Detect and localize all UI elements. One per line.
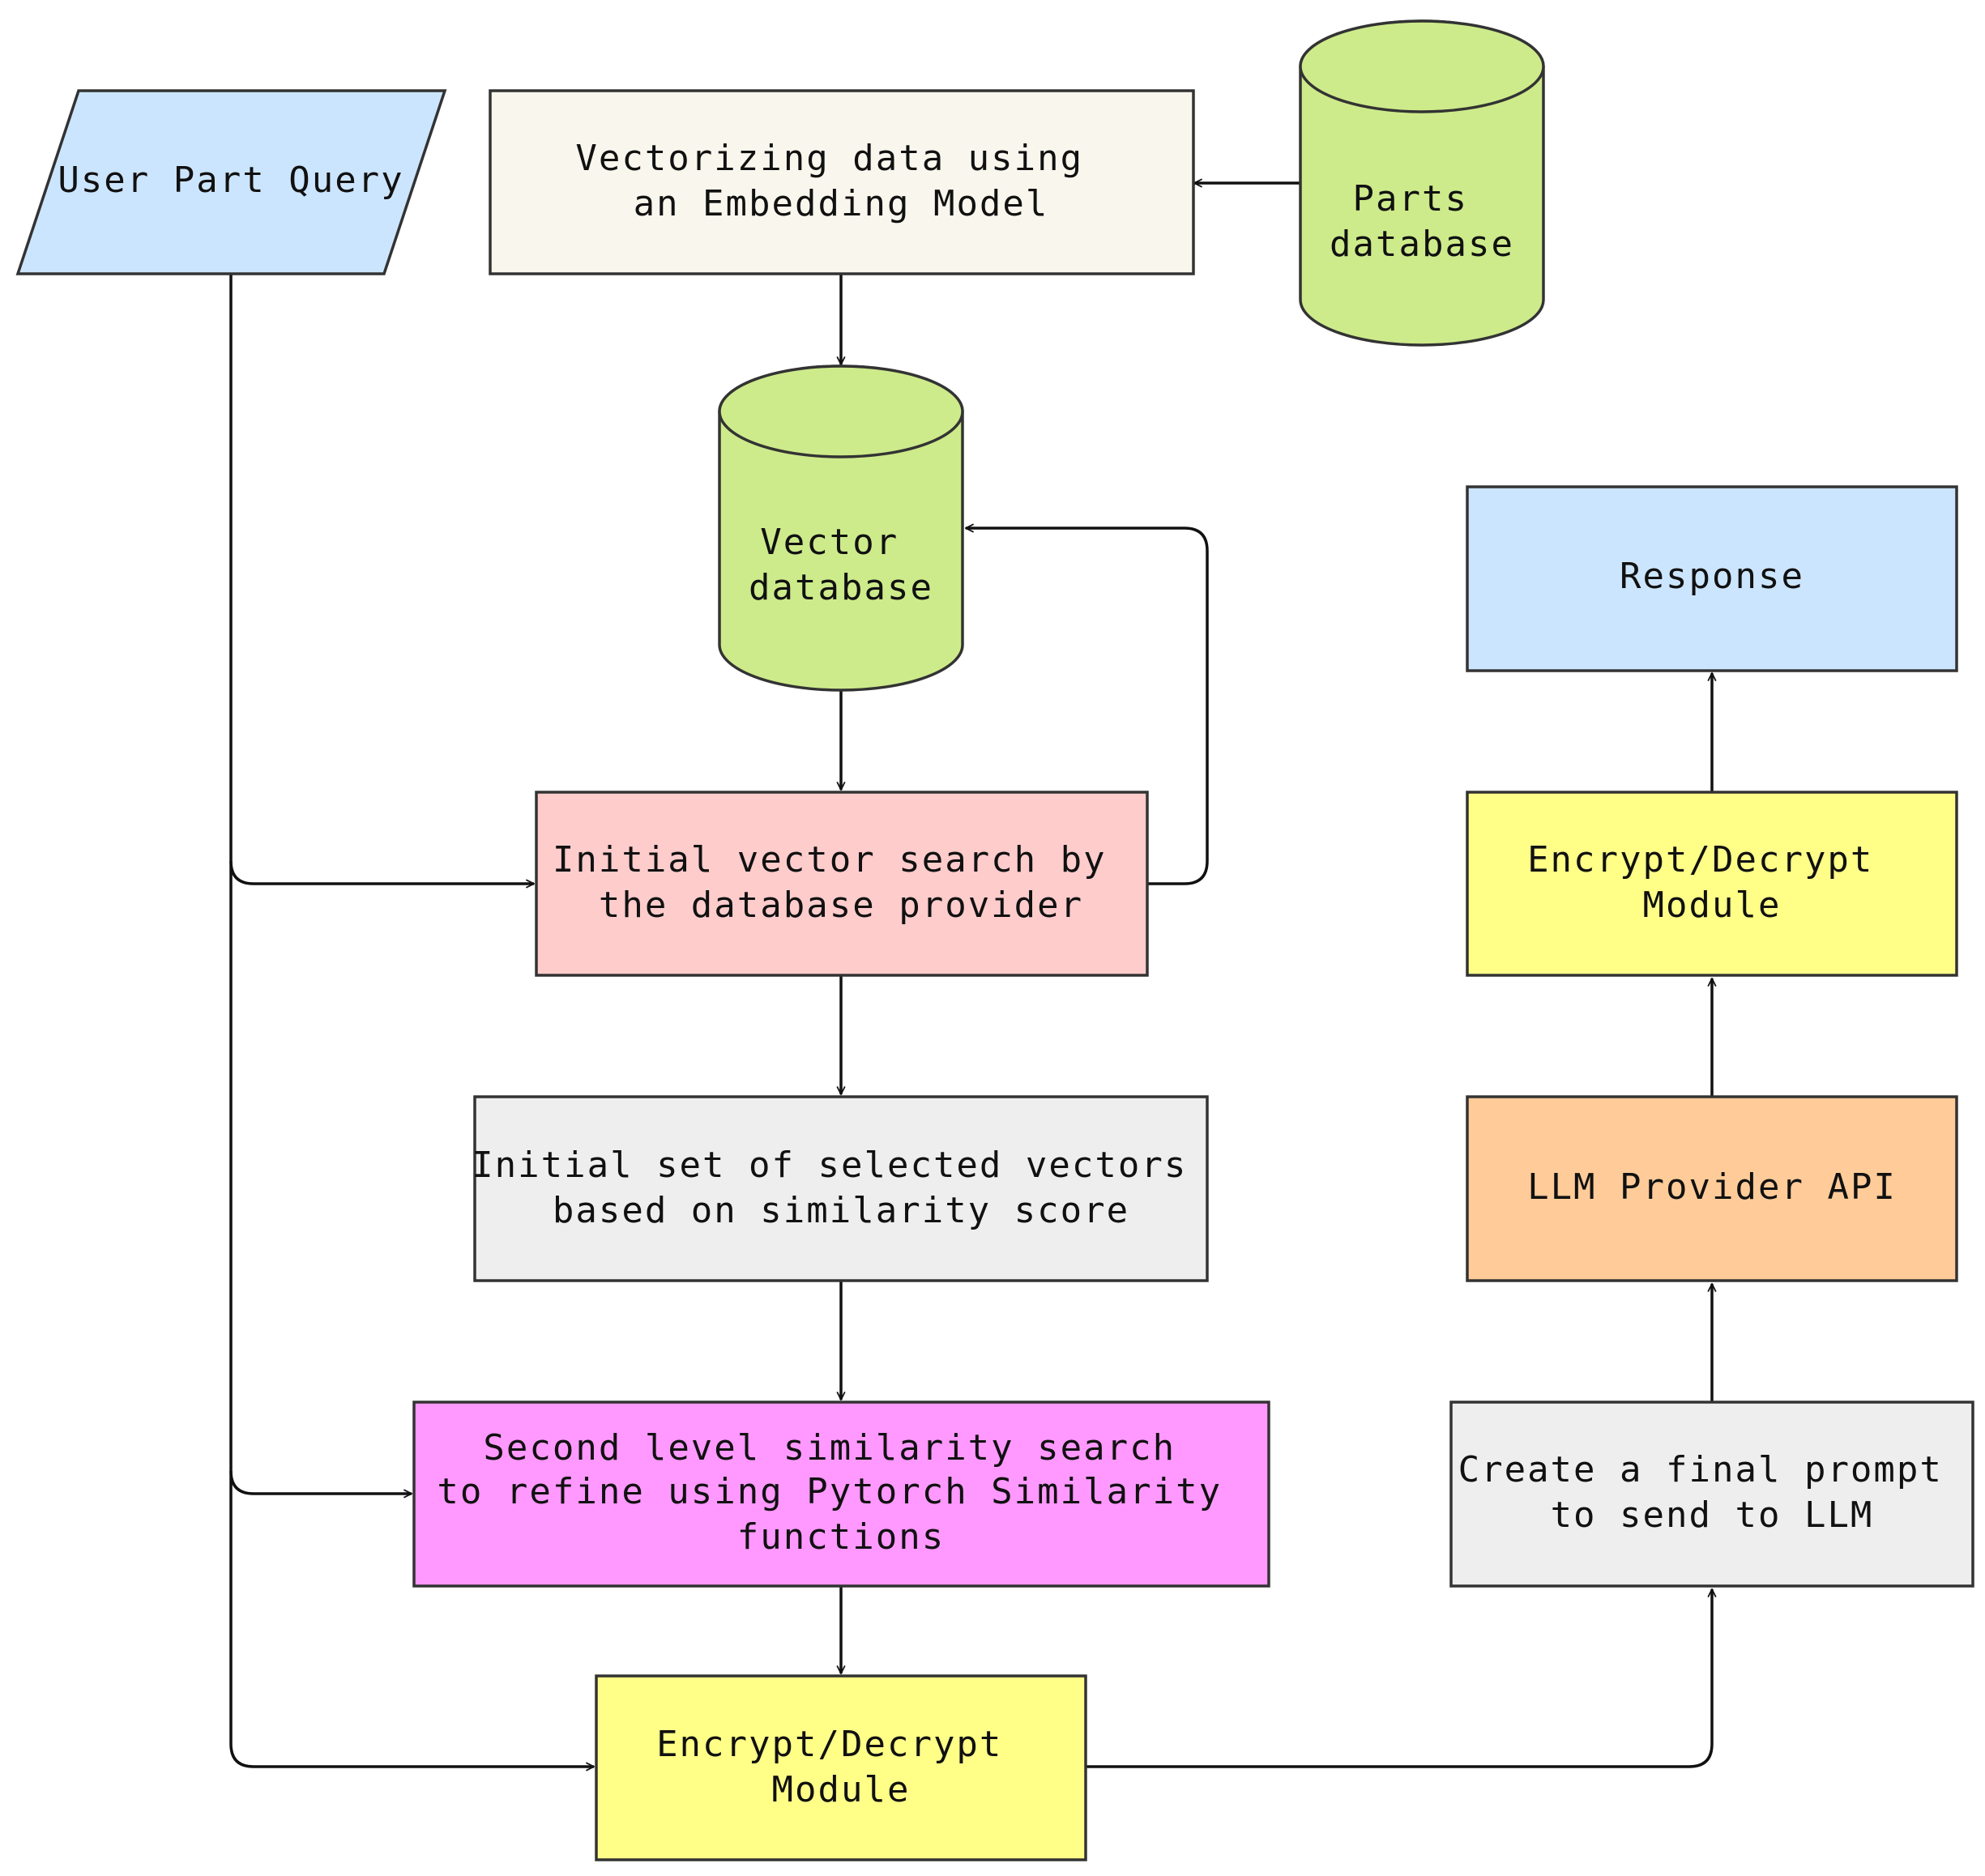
vector-db-cylinder-top bbox=[718, 365, 964, 458]
svg-text:Create a final prompt to: Create a final prompt to send to LLM bbox=[1458, 1449, 1966, 1536]
node-final-prompt: Create a final prompt to send to LLM bbox=[1449, 1401, 1974, 1588]
svg-text:Parts database: Parts database bbox=[1330, 178, 1514, 265]
node-encrypt-bottom: Encrypt/Decrypt Module bbox=[595, 1674, 1087, 1861]
edge-user-query-trunk bbox=[229, 274, 594, 1767]
svg-text:LLM Provider API: LLM Provider API bbox=[1527, 1166, 1897, 1208]
encrypt-top-box bbox=[1466, 791, 1958, 977]
svg-text:Initial vector search by: Initial vector search by the database pr… bbox=[553, 839, 1129, 926]
svg-text:Response: Response bbox=[1620, 556, 1804, 597]
edge-initial-search-to-vector-db bbox=[966, 528, 1209, 885]
vectorizing-box bbox=[489, 89, 1195, 275]
svg-text:User Part Query: User Part Query bbox=[58, 160, 403, 201]
node-user-query: User Part Query bbox=[15, 89, 447, 275]
user-query-shape bbox=[15, 89, 447, 275]
svg-text:Encrypt/Decrypt Module: Encrypt/Decrypt Module bbox=[656, 1724, 1026, 1810]
initial-set-line-2: based on similarity score bbox=[553, 1190, 1129, 1231]
node-initial-search: Initial vector search by the database pr… bbox=[535, 791, 1149, 977]
node-vector-database: Vector database bbox=[718, 365, 964, 692]
llm-api-box bbox=[1466, 1095, 1958, 1282]
encrypt-top-line-2: Module bbox=[1643, 885, 1782, 926]
llm-api-label: LLM Provider API bbox=[1527, 1166, 1897, 1208]
vectorizing-line-2: an Embedding Model bbox=[634, 183, 1049, 224]
initial-set-box bbox=[473, 1095, 1209, 1282]
encrypt-bottom-line-1: Encrypt/Decrypt bbox=[656, 1724, 1002, 1765]
vector-db-line-2: database bbox=[749, 567, 933, 608]
parts-db-line-2: database bbox=[1330, 224, 1514, 265]
final-prompt-box bbox=[1449, 1401, 1974, 1588]
initial-search-line-1: Initial vector search by bbox=[553, 839, 1107, 880]
svg-text:Encrypt/Decrypt Module: Encrypt/Decrypt Module bbox=[1527, 839, 1897, 926]
parts-db-cylinder-top bbox=[1299, 19, 1545, 113]
svg-text:Vector database: Vector database bbox=[749, 522, 933, 608]
response-label: Response bbox=[1620, 556, 1804, 597]
edges bbox=[229, 183, 1712, 1768]
edge-user-query-to-second-level bbox=[229, 1470, 412, 1494]
final-prompt-line-1: Create a final prompt bbox=[1458, 1449, 1943, 1490]
encrypt-top-line-1: Encrypt/Decrypt bbox=[1527, 839, 1873, 880]
svg-text:Second level similarity search: Second level similarity search to refine… bbox=[437, 1427, 1244, 1558]
second-level-line-3: functions bbox=[737, 1516, 945, 1558]
node-vectorizing: Vectorizing data using an Embedding Mode… bbox=[489, 89, 1195, 275]
node-initial-set: Initial set of selected vectors based on… bbox=[472, 1095, 1210, 1282]
node-llm-api: LLM Provider API bbox=[1466, 1095, 1958, 1282]
second-level-box bbox=[412, 1401, 1270, 1588]
edge-encrypt-to-final-prompt bbox=[1086, 1589, 1712, 1768]
svg-text:Initial set of selected vector: Initial set of selected vectors based on… bbox=[472, 1145, 1210, 1231]
final-prompt-line-2: to send to LLM bbox=[1551, 1494, 1874, 1536]
second-level-line-1: Second level similarity search bbox=[483, 1427, 1176, 1469]
node-response: Response bbox=[1466, 485, 1958, 672]
svg-text:Vectorizing data using a: Vectorizing data using an Embedding Mode… bbox=[575, 138, 1106, 224]
initial-search-box bbox=[535, 791, 1149, 977]
encrypt-bottom-box bbox=[595, 1674, 1087, 1861]
initial-search-line-2: the database provider bbox=[599, 885, 1083, 926]
edge-user-query-to-initial-search bbox=[229, 860, 534, 884]
response-box bbox=[1466, 485, 1958, 672]
encrypt-bottom-line-2: Module bbox=[772, 1769, 911, 1810]
vector-db-line-1: Vector bbox=[760, 522, 899, 563]
parts-db-line-1: Parts bbox=[1353, 178, 1468, 220]
node-second-level: Second level similarity search to refine… bbox=[412, 1401, 1270, 1588]
user-query-label: User Part Query bbox=[58, 160, 403, 201]
node-parts-database: Parts database bbox=[1299, 19, 1545, 347]
second-level-line-2: to refine using Pytorch Similarity bbox=[437, 1471, 1222, 1512]
initial-set-line-1: Initial set of selected vectors bbox=[472, 1145, 1187, 1186]
node-encrypt-top: Encrypt/Decrypt Module bbox=[1466, 791, 1958, 977]
vectorizing-line-1: Vectorizing data using bbox=[575, 138, 1083, 179]
